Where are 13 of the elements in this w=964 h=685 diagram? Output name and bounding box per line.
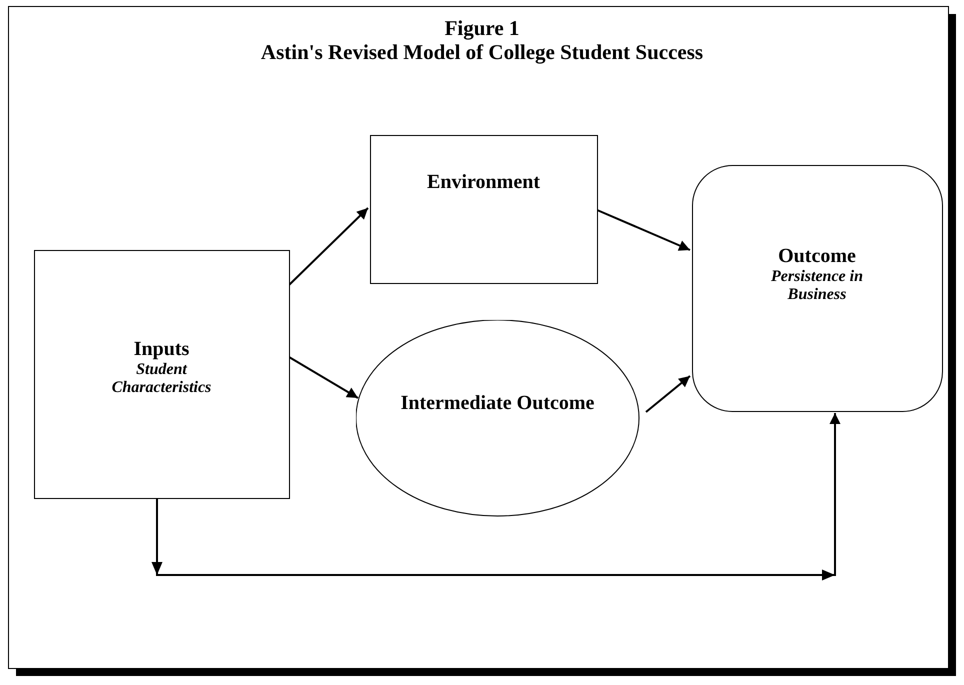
arrow bbox=[288, 356, 359, 399]
arrow bbox=[645, 375, 691, 413]
figure-number: Figure 1 bbox=[444, 16, 520, 41]
arrow bbox=[152, 413, 840, 580]
node-title: Outcome bbox=[777, 245, 857, 268]
node-subtitle: Persistence in Business bbox=[770, 268, 864, 304]
diagram-title: Astin's Revised Model of College Student Success bbox=[260, 40, 704, 65]
node-title: Inputs bbox=[132, 338, 190, 361]
arrow bbox=[288, 207, 369, 286]
node-subtitle: Student Characteristics bbox=[110, 361, 212, 397]
arrow bbox=[596, 209, 690, 251]
node-title: Intermediate Outcome bbox=[400, 391, 596, 416]
node-title: Environment bbox=[426, 171, 541, 194]
